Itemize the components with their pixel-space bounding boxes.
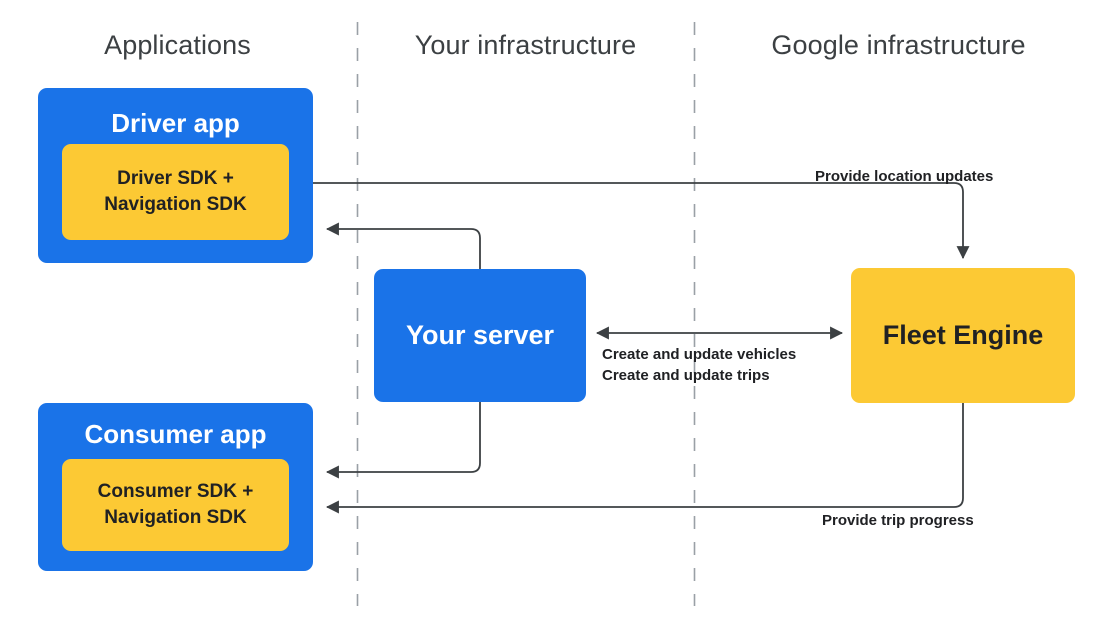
edge-label-provide-location-updates: Provide location updates <box>815 168 994 185</box>
consumer-sdk-line-2: Navigation SDK <box>104 507 247 528</box>
node-your-server: Your server <box>374 269 586 402</box>
consumer-sdk-line-1: Consumer SDK + <box>97 481 254 502</box>
edge-your-server-to-consumer-app <box>325 402 481 479</box>
node-fleet-engine: Fleet Engine <box>851 268 1075 403</box>
node-consumer-app: Consumer app Consumer SDK + Navigation S… <box>38 403 313 571</box>
node-driver-app: Driver app Driver SDK + Navigation SDK <box>38 88 313 263</box>
column-header-google-infrastructure: Google infrastructure <box>771 30 1026 60</box>
edge-label-create-and-update-line-2: Create and update trips <box>602 367 770 384</box>
column-header-your-infrastructure: Your infrastructure <box>414 30 637 60</box>
driver-sdk-line-2: Navigation SDK <box>104 194 247 215</box>
driver-sdk-line-1: Driver SDK + <box>117 168 234 189</box>
consumer-app-title: Consumer app <box>84 419 267 449</box>
edge-label-create-and-update-line-1: Create and update vehicles <box>602 346 797 363</box>
node-driver-sdk: Driver SDK + Navigation SDK <box>62 144 289 240</box>
node-consumer-sdk: Consumer SDK + Navigation SDK <box>62 459 289 551</box>
edge-label-create-and-update: Create and update vehicles Create and up… <box>602 344 796 386</box>
edge-your-server-to-driver-app <box>325 222 481 269</box>
column-header-applications: Applications <box>104 30 251 60</box>
edge-driver-sdk-to-fleet-engine <box>300 182 970 260</box>
driver-app-title: Driver app <box>111 108 240 138</box>
edge-fleet-engine-to-consumer-sdk <box>325 403 964 514</box>
edge-label-provide-trip-progress: Provide trip progress <box>822 512 974 529</box>
